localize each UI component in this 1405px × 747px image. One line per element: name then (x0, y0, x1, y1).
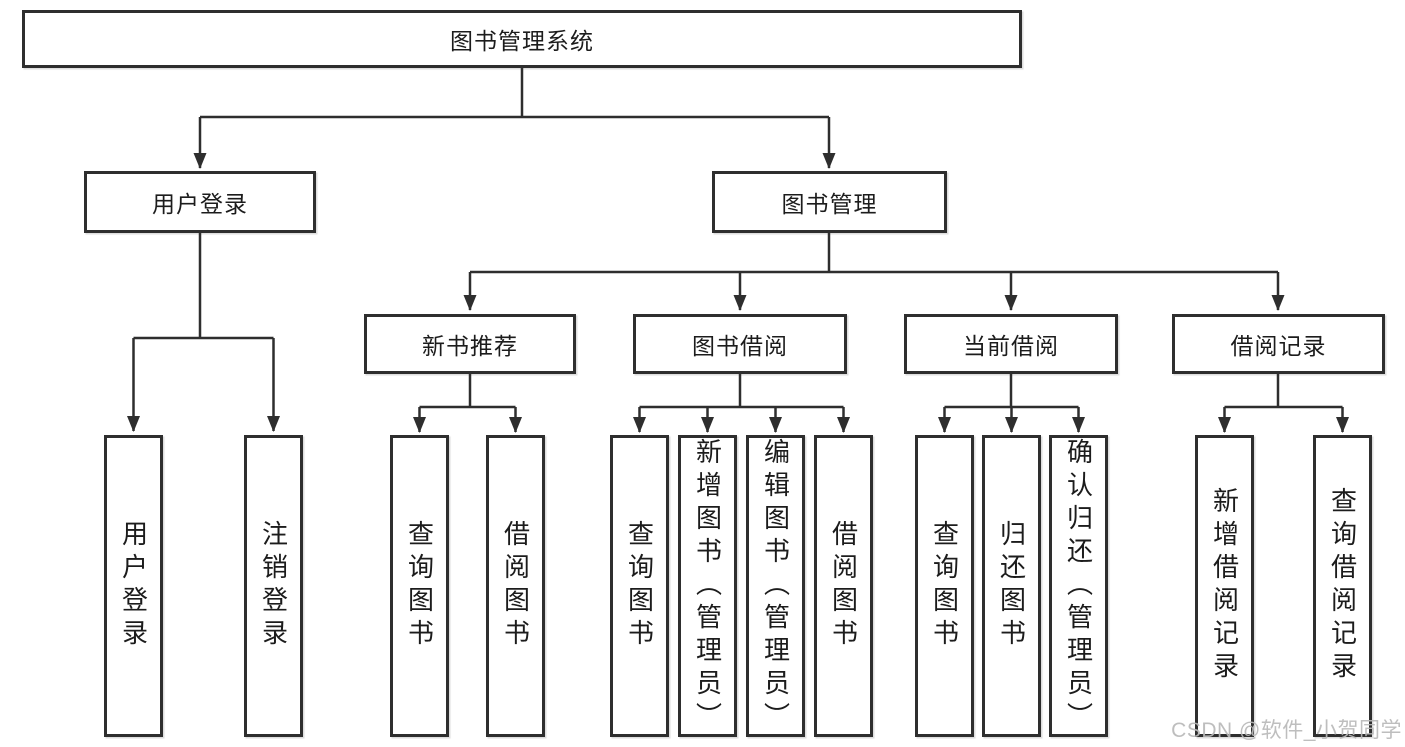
branch-node-book-management: 图书管理 (712, 171, 947, 233)
leaf-node-borrow-book-2: 借阅图书 (814, 435, 873, 737)
leaf-node-edit-book-admin: 编辑图书（管理员） (746, 435, 805, 737)
leaf-node-user-login: 用户登录 (104, 435, 163, 737)
leaf-node-add-borrow-record: 新增借阅记录 (1195, 435, 1254, 737)
leaf-node-label: 新增借阅记录 (1209, 487, 1240, 685)
branch-node-user-login: 用户登录 (84, 171, 316, 233)
leaf-node-add-book-admin: 新增图书（管理员） (678, 435, 737, 737)
leaf-node-label: 借阅图书 (500, 520, 531, 652)
leaf-node-label: 新增图书（管理员） (692, 438, 723, 735)
leaf-node-return-book: 归还图书 (982, 435, 1041, 737)
leaf-node-label: 归还图书 (996, 520, 1027, 652)
leaf-node-label: 查询图书 (929, 520, 960, 652)
group-node-label: 新书推荐 (422, 333, 518, 359)
group-node-label: 借阅记录 (1230, 333, 1327, 359)
leaf-node-query-book-3: 查询图书 (915, 435, 974, 737)
leaf-node-label: 查询图书 (624, 520, 655, 652)
group-node-borrow-record: 借阅记录 (1172, 314, 1385, 374)
leaf-node-label: 确认归还（管理员） (1063, 438, 1094, 735)
group-node-current-borrow: 当前借阅 (904, 314, 1118, 374)
root-node-library-system: 图书管理系统 (22, 10, 1022, 68)
group-node-label: 图书借阅 (692, 333, 788, 359)
branch-node-label: 用户登录 (152, 191, 248, 217)
leaf-node-label: 查询图书 (404, 520, 435, 652)
leaf-node-confirm-return-admin: 确认归还（管理员） (1049, 435, 1108, 737)
branch-node-label: 图书管理 (781, 191, 878, 217)
leaf-node-query-book-1: 查询图书 (390, 435, 449, 737)
leaf-node-query-borrow-record: 查询借阅记录 (1313, 435, 1372, 737)
csdn-watermark: CSDN @软件_小贺同学 (1171, 719, 1402, 742)
leaf-node-label: 借阅图书 (828, 520, 859, 652)
leaf-node-label: 注销登录 (258, 520, 289, 652)
leaf-node-label: 查询借阅记录 (1327, 487, 1358, 685)
group-node-label: 当前借阅 (963, 333, 1059, 359)
leaf-node-label: 编辑图书（管理员） (760, 438, 791, 735)
root-node-label: 图书管理系统 (450, 28, 594, 54)
leaf-node-query-book-2: 查询图书 (610, 435, 669, 737)
leaf-node-label: 用户登录 (118, 520, 149, 652)
leaf-node-logout: 注销登录 (244, 435, 303, 737)
leaf-node-borrow-book-1: 借阅图书 (486, 435, 545, 737)
group-node-new-book-recommend: 新书推荐 (364, 314, 576, 374)
group-node-book-borrow: 图书借阅 (633, 314, 847, 374)
